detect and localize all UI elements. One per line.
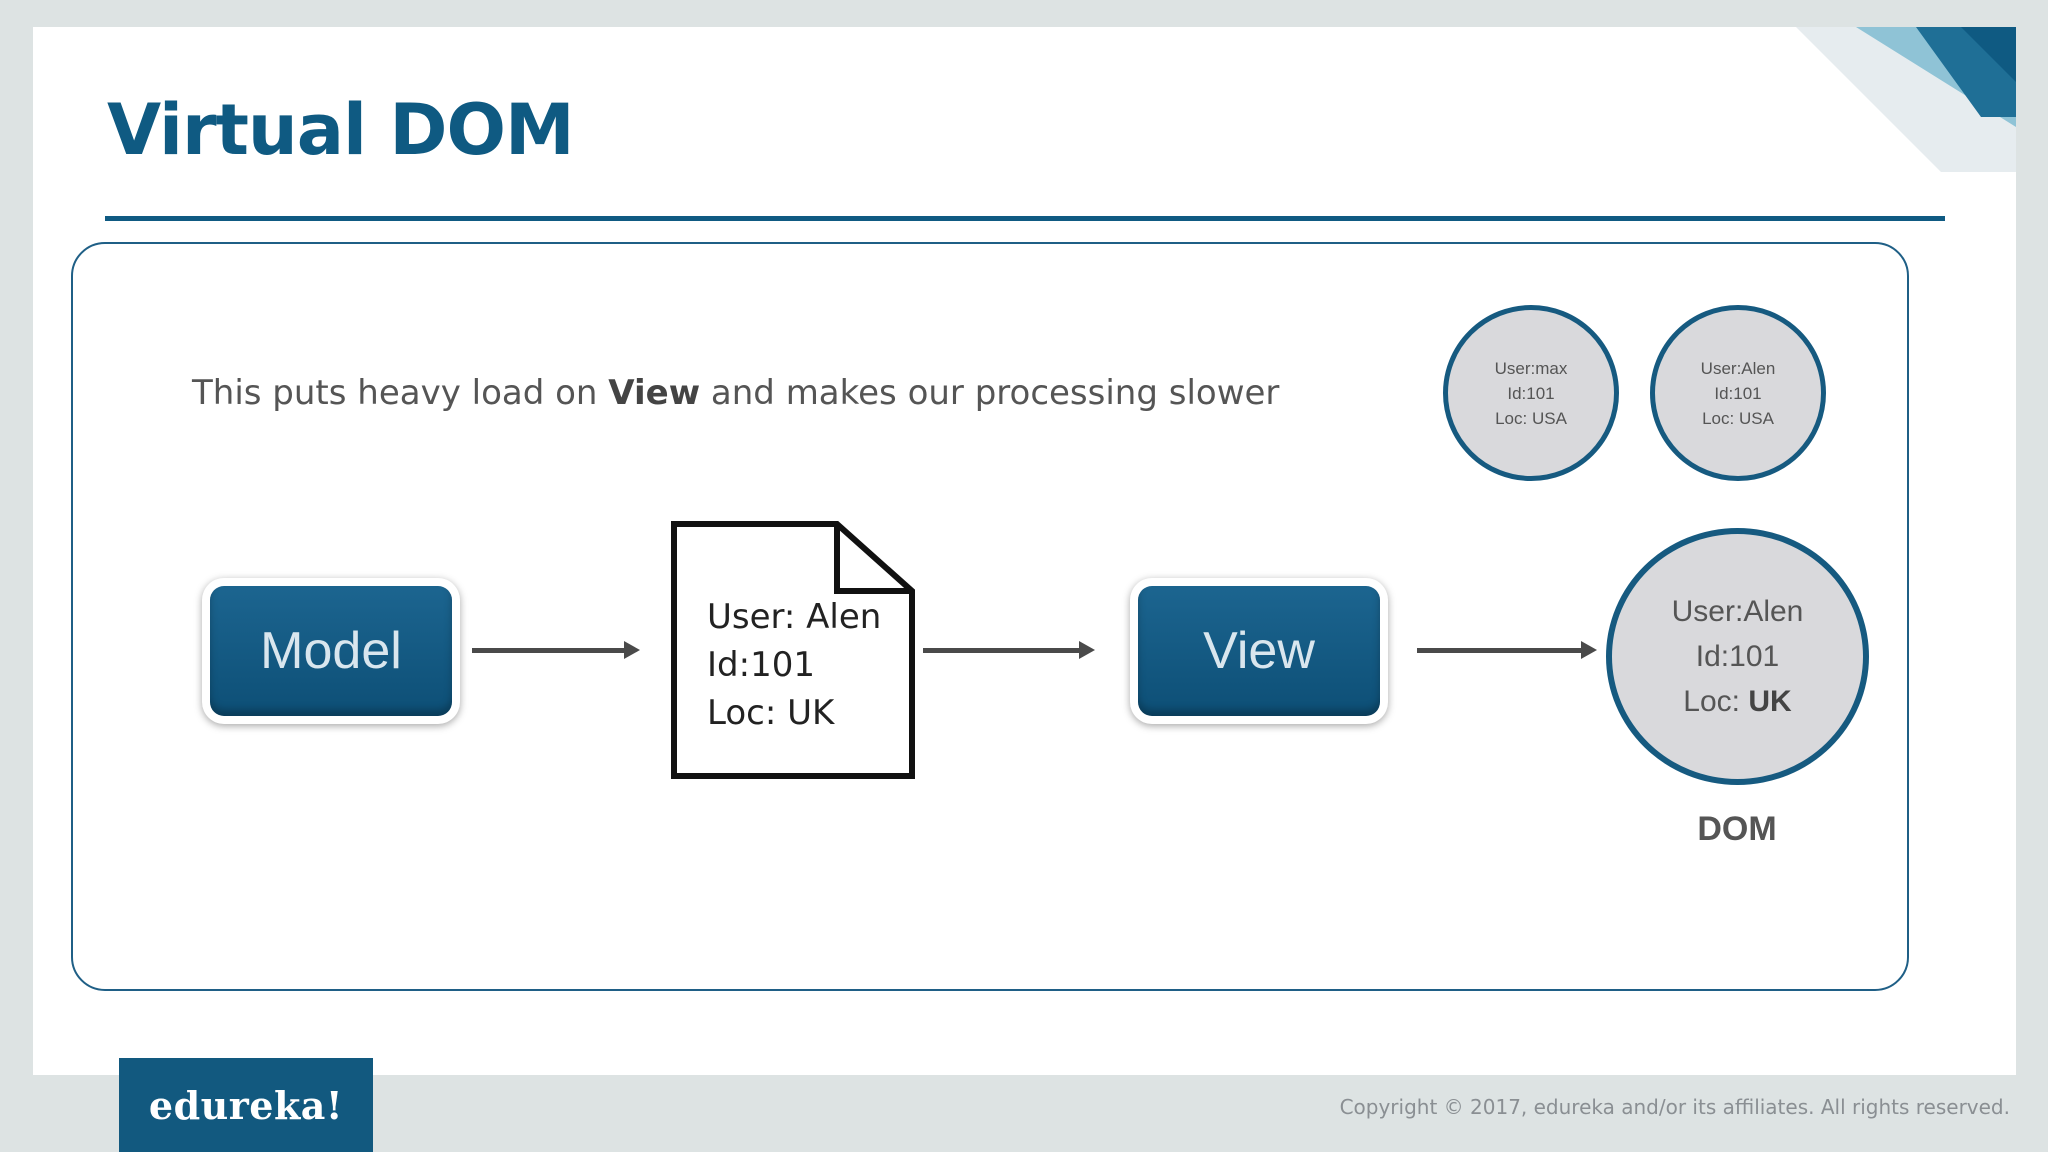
data-document: User: Alen Id:101 Loc: UK [671, 521, 915, 779]
node-loc: Loc: USA [1495, 408, 1567, 428]
view-label: View [1138, 586, 1380, 716]
node-loc: Loc: UK [1683, 679, 1791, 724]
title-underline [105, 216, 1945, 221]
node-id: Id:101 [1714, 383, 1762, 403]
headline-prefix: This puts heavy load on [192, 373, 609, 413]
node-loc-value: UK [1748, 685, 1792, 718]
node-user: User:max [1494, 358, 1568, 378]
model-label: Model [210, 586, 452, 716]
document-icon [671, 521, 915, 779]
copyright-text: Copyright © 2017, edureka and/or its aff… [1339, 1095, 2010, 1119]
node-user: User:Alen [1700, 358, 1776, 378]
document-user: User: Alen [707, 597, 882, 637]
node-loc: Loc: USA [1702, 408, 1774, 428]
node-id: Id:101 [1695, 640, 1780, 673]
dom-node-current: User:Alen Id:101 Loc: UK [1606, 528, 1869, 785]
node-loc-prefix: Loc: [1683, 685, 1749, 718]
headline-emphasis: View [608, 373, 701, 413]
edureka-logo: edureka! [119, 1058, 373, 1152]
node-user: User:Alen [1671, 595, 1804, 628]
page-title: Virtual DOM [107, 89, 575, 171]
corner-decoration [1796, 27, 2016, 172]
arrow-document-to-view [923, 641, 1095, 659]
document-loc: Loc: UK [707, 693, 835, 733]
arrow-model-to-document [472, 641, 640, 659]
document-text: User: Alen Id:101 Loc: UK [707, 593, 881, 737]
arrow-view-to-dom [1417, 641, 1597, 659]
node-id: Id:101 [1507, 383, 1555, 403]
view-box: View [1130, 578, 1388, 724]
document-id: Id:101 [707, 645, 815, 685]
headline-text: This puts heavy load on View and makes o… [192, 373, 1279, 413]
headline-suffix: and makes our processing slower [700, 373, 1280, 413]
dom-node-old-2: User:Alen Id:101 Loc: USA [1650, 305, 1826, 481]
model-box: Model [202, 578, 460, 724]
dom-caption: DOM [1697, 810, 1777, 848]
dom-node-old-1: User:max Id:101 Loc: USA [1443, 305, 1619, 481]
